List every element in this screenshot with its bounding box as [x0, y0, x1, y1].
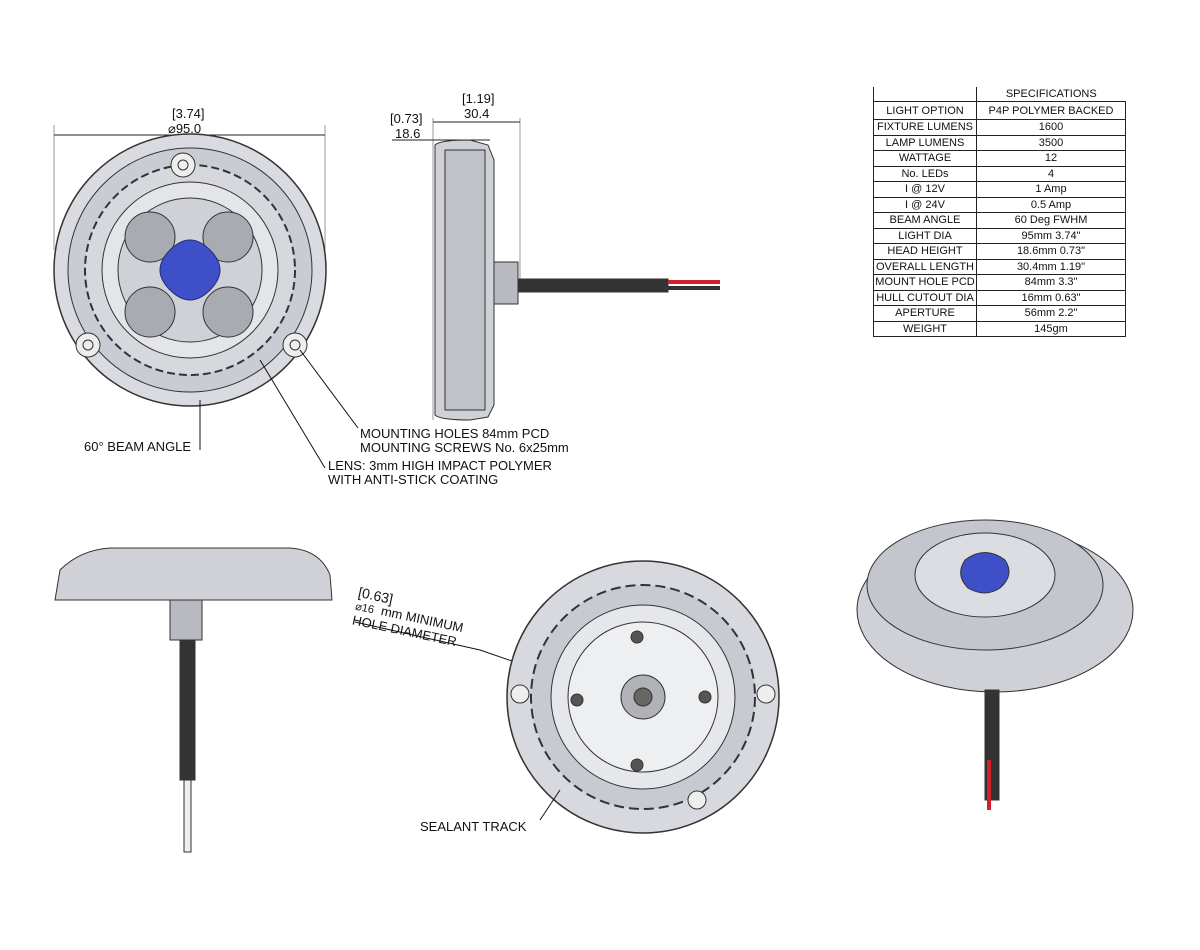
spec-label: LIGHT DIA — [873, 227, 977, 244]
spec-value: 145gm — [976, 320, 1126, 337]
spec-label: HEAD HEIGHT — [873, 243, 977, 260]
spec-label: MOUNT HOLE PCD — [873, 274, 977, 291]
specifications-title: SPECIFICATIONS — [976, 87, 1126, 102]
spec-value: 56mm 2.2" — [976, 305, 1126, 322]
spec-label: I @ 12V — [873, 181, 977, 198]
spec-value: 3500 — [976, 134, 1126, 151]
isometric-view — [856, 519, 1134, 810]
spec-value: 84mm 3.3" — [976, 274, 1126, 291]
front-view — [53, 125, 359, 469]
spec-label: BEAM ANGLE — [873, 212, 977, 229]
spec-value: 30.4mm 1.19" — [976, 258, 1126, 275]
spec-label: WEIGHT — [873, 320, 977, 337]
overall-length-inch-label: [1.19] — [462, 91, 495, 106]
head-height-inch-label: [0.73] — [390, 111, 423, 126]
spec-label: APERTURE — [873, 305, 977, 322]
spec-value: 1 Amp — [976, 181, 1126, 198]
mounting-holes-callout: MOUNTING HOLES 84mm PCD — [360, 426, 550, 441]
spec-label: OVERALL LENGTH — [873, 258, 977, 275]
spec-value: 4 — [976, 165, 1126, 182]
overall-length-mm-label: 30.4 — [464, 106, 490, 121]
spec-label: No. LEDs — [873, 165, 977, 182]
lens-coating-callout: WITH ANTI-STICK COATING — [328, 472, 499, 487]
mounting-screws-callout: MOUNTING SCREWS No. 6x25mm — [360, 440, 569, 455]
head-height-mm-label: 18.6 — [395, 126, 421, 141]
sealant-track-callout: SEALANT TRACK — [420, 819, 527, 834]
specifications-header-row: SPECIFICATIONS — [873, 87, 1126, 102]
side-view — [392, 118, 720, 421]
diameter-mm-label: ⌀95.0 — [168, 121, 202, 136]
spec-label: FIXTURE LUMENS — [873, 119, 977, 136]
spec-value: 95mm 3.74" — [976, 227, 1126, 244]
diameter-inch-label: [3.74] — [172, 106, 205, 121]
spec-label: LAMP LUMENS — [873, 134, 977, 151]
lens-callout: LENS: 3mm HIGH IMPACT POLYMER — [328, 458, 552, 473]
spec-label: LIGHT OPTION — [873, 101, 977, 120]
spec-label: I @ 24V — [873, 196, 977, 213]
spec-value: 1600 — [976, 119, 1126, 136]
spec-label: HULL CUTOUT DIA — [873, 289, 977, 306]
spec-value: 16mm 0.63" — [976, 289, 1126, 306]
beam-angle-callout: 60° BEAM ANGLE — [84, 439, 192, 454]
spec-value: 12 — [976, 150, 1126, 167]
spec-value: 18.6mm 0.73" — [976, 243, 1126, 260]
rear-view — [354, 560, 780, 834]
spec-value: 60 Deg FWHM — [976, 212, 1126, 229]
elevation-view — [54, 547, 333, 853]
spec-label: WATTAGE — [873, 150, 977, 167]
spec-value: P4P POLYMER BACKED — [976, 101, 1126, 120]
spec-value: 0.5 Amp — [976, 196, 1126, 213]
